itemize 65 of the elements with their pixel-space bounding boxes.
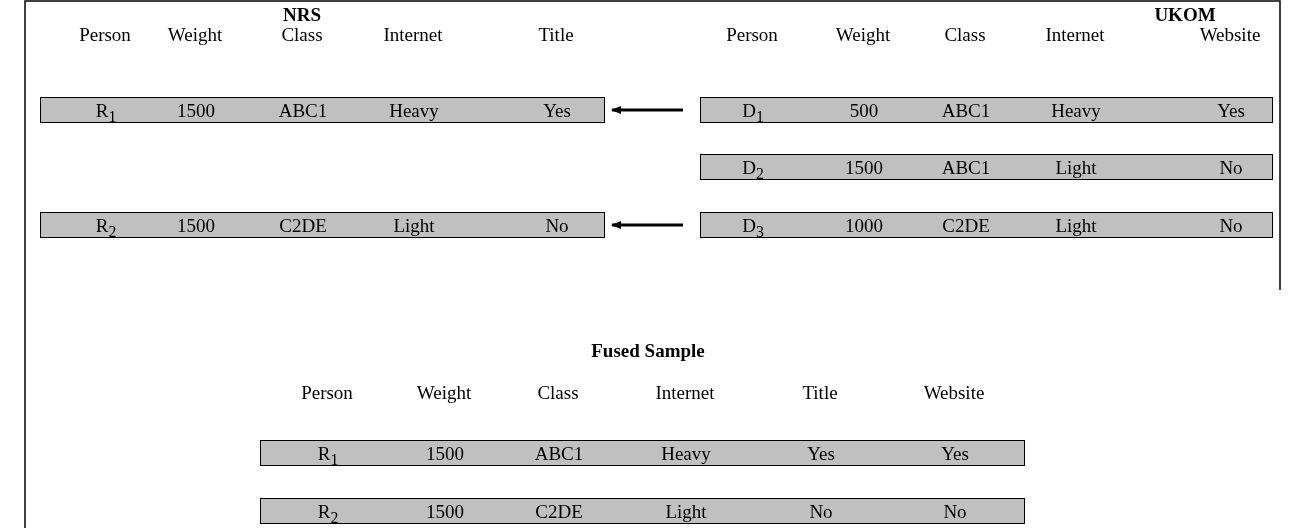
column-header: Class [281, 24, 323, 46]
table-cell-text: D$_{1}$ [742, 100, 764, 127]
table-cell-text: Light [1055, 215, 1097, 237]
column-header: Internet [655, 382, 715, 404]
table-cell-text: Heavy [1051, 100, 1101, 122]
table-row [700, 212, 1273, 238]
table-cell-text: Light [1055, 157, 1097, 179]
table-cell-text: 1500 [177, 215, 215, 237]
table-cell-text: R$_{2}$ [95, 215, 117, 242]
table-cell-text: ABC1 [941, 100, 991, 122]
column-header: Weight [416, 382, 472, 404]
table-cell-text: 1500 [845, 157, 883, 179]
table-cell-text: Heavy [661, 443, 711, 465]
table-cell-text: D$_{2}$ [742, 157, 764, 184]
column-header: Person [301, 382, 353, 404]
table-heading: Fused Sample [591, 340, 705, 362]
table-cell-text: C2DE [535, 501, 583, 523]
table-cell-text: ABC1 [941, 157, 991, 179]
table-cell-text: No [943, 501, 967, 523]
table-row [40, 97, 605, 123]
table-heading: UKOM [1154, 4, 1216, 26]
arrow [611, 221, 683, 229]
table-cell-text: R$_{2}$ [317, 501, 339, 528]
column-header: Internet [1045, 24, 1105, 46]
column-header: Weight [835, 24, 891, 46]
table-cell-text: 1500 [177, 100, 215, 122]
table-cell-text: Yes [807, 443, 835, 465]
table-cell-text: Yes [941, 443, 969, 465]
column-header: Title [538, 24, 574, 46]
column-header: Website [923, 382, 985, 404]
table-cell-text: Light [665, 501, 707, 523]
table-cell-text: Heavy [389, 100, 439, 122]
table-row [700, 97, 1273, 123]
table-row [700, 154, 1273, 180]
table-cell-text: No [545, 215, 569, 237]
table-cell-text: No [1219, 215, 1243, 237]
table-cell-text: R$_{1}$ [95, 100, 117, 127]
table-cell-text: 500 [849, 100, 879, 122]
table-cell-text: 1500 [426, 443, 464, 465]
table-cell-text: C2DE [942, 215, 990, 237]
table-row [260, 498, 1025, 524]
column-header: Internet [383, 24, 443, 46]
table-cell-text: D$_{3}$ [742, 215, 764, 242]
column-header: Title [802, 382, 838, 404]
column-header: Class [537, 382, 579, 404]
table-cell-text: No [809, 501, 833, 523]
table-cell-text: Yes [543, 100, 571, 122]
table-cell-text: ABC1 [278, 100, 328, 122]
table-cell-text: No [1219, 157, 1243, 179]
table-cell-text: Light [393, 215, 435, 237]
column-header: Website [1199, 24, 1261, 46]
table-cell-text: 1500 [426, 501, 464, 523]
table-cell-text: 1000 [845, 215, 883, 237]
column-header: Person [726, 24, 778, 46]
arrow [611, 106, 683, 114]
table-cell-text: R$_{1}$ [317, 443, 339, 470]
column-header: Class [944, 24, 986, 46]
table-cell-text: C2DE [279, 215, 327, 237]
table-heading: NRS [283, 4, 321, 26]
table-cell-text: ABC1 [534, 443, 584, 465]
table-row [40, 212, 605, 238]
table-cell-text: Yes [1217, 100, 1245, 122]
table-row [260, 440, 1025, 466]
column-header: Weight [167, 24, 223, 46]
column-header: Person [79, 24, 131, 46]
